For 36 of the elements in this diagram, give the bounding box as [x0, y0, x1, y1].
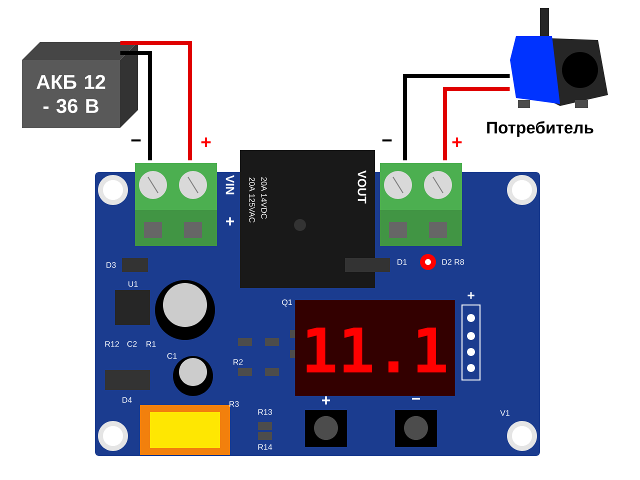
- polarity-sign: +: [452, 138, 462, 148]
- board-marking: +: [226, 217, 234, 226]
- board-marking: R3: [230, 401, 239, 407]
- board-marking: D2 R8: [442, 259, 464, 265]
- board-marking: Q1: [282, 299, 292, 307]
- wire: [120, 41, 192, 160]
- board-marking: D1: [398, 259, 407, 265]
- caption-text: Потребитель: [487, 121, 594, 137]
- water-pump-picture: [510, 8, 608, 108]
- board-marking: VIN: [226, 175, 234, 194]
- board-marking: R14: [258, 444, 272, 450]
- board-marking: VOUT: [358, 170, 366, 204]
- wire: [120, 51, 152, 160]
- board-marking: R1: [146, 341, 156, 347]
- relay-marking: 20A 14VDC: [261, 177, 267, 219]
- button-sign: −: [412, 398, 420, 400]
- board-marking: C2: [127, 341, 137, 347]
- board-marking: R13: [258, 409, 272, 415]
- board-marking: R2: [234, 359, 243, 365]
- polarity-sign: −: [131, 139, 141, 142]
- board-marking: D4: [122, 397, 132, 403]
- polarity-sign: −: [382, 139, 392, 142]
- button-sign: +: [322, 396, 330, 404]
- board-marking: C1: [167, 353, 177, 359]
- board-marking: V1: [500, 410, 510, 416]
- circuit-board-drawing: [95, 150, 540, 456]
- battery-box: АКБ 12 - 36 В: [22, 42, 138, 128]
- polarity-sign: +: [201, 138, 211, 148]
- wire: [403, 74, 510, 160]
- board-marking: U1: [128, 281, 138, 287]
- board-marking: R12: [105, 341, 119, 347]
- relay-marking: 20A 125VAC: [249, 178, 255, 223]
- display-digits: 11.1: [306, 328, 446, 372]
- wire: [443, 87, 510, 160]
- board-marking: +: [468, 292, 474, 299]
- board-marking: D3: [106, 262, 116, 268]
